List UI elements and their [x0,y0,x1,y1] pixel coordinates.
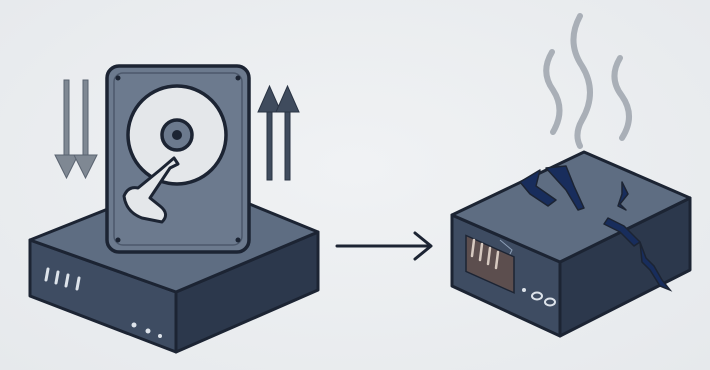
smoke-icon [543,13,632,149]
download-arrows-icon [54,79,98,180]
upload-arrows-icon [257,84,300,181]
hard-drive-icon [105,64,251,254]
arrow-right-icon [335,231,433,261]
cracked-server-box-icon [450,150,692,338]
